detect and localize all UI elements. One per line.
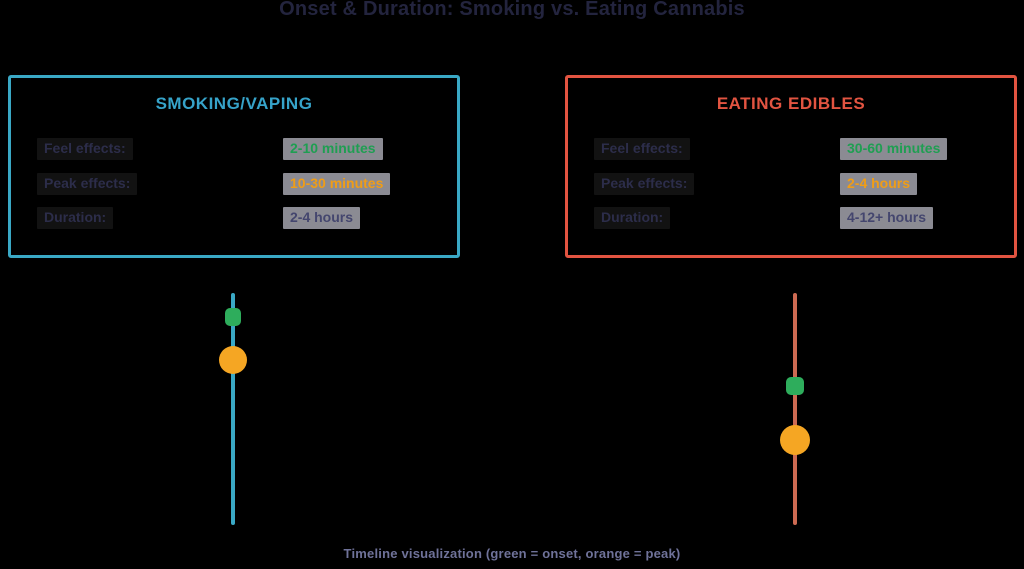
smoking-peak-marker-icon <box>219 346 247 374</box>
edibles-onset-value: 30-60 minutes <box>840 138 948 161</box>
smoking-peak-label: Peak effects: <box>37 173 138 196</box>
smoking-duration-label: Duration: <box>37 207 114 230</box>
smoking-onset-label: Feel effects: <box>37 138 133 161</box>
smoking-timeline-line <box>231 293 235 525</box>
timeline-caption: Timeline visualization (green = onset, o… <box>343 546 681 561</box>
edibles-peak-value: 2-4 hours <box>840 173 918 196</box>
edibles-peak-marker-icon <box>780 425 810 455</box>
edibles-onset-label: Feel effects: <box>594 138 690 161</box>
smoking-peak-value: 10-30 minutes <box>283 173 391 196</box>
page-title: Onset & Duration: Smoking vs. Eating Can… <box>279 0 745 20</box>
smoking-peak-row: Peak effects: 10-30 minutes <box>11 173 457 197</box>
edibles-card: EATING EDIBLES Feel effects: 30-60 minut… <box>565 75 1017 258</box>
edibles-duration-row: Duration: 4-12+ hours <box>568 207 1014 231</box>
edibles-timeline-line <box>793 293 797 525</box>
edibles-onset-marker-icon <box>786 377 804 395</box>
edibles-onset-row: Feel effects: 30-60 minutes <box>568 138 1014 162</box>
smoking-duration-row: Duration: 2-4 hours <box>11 207 457 231</box>
smoking-duration-value: 2-4 hours <box>283 207 361 230</box>
edibles-duration-value: 4-12+ hours <box>840 207 933 230</box>
smoking-onset-row: Feel effects: 2-10 minutes <box>11 138 457 162</box>
smoking-onset-marker-icon <box>225 308 241 326</box>
edibles-duration-label: Duration: <box>594 207 671 230</box>
edibles-peak-row: Peak effects: 2-4 hours <box>568 173 1014 197</box>
smoking-card-title: SMOKING/VAPING <box>155 94 313 113</box>
edibles-peak-label: Peak effects: <box>594 173 695 196</box>
edibles-card-title: EATING EDIBLES <box>716 94 866 113</box>
smoking-card: SMOKING/VAPING Feel effects: 2-10 minute… <box>8 75 460 258</box>
smoking-onset-value: 2-10 minutes <box>283 138 383 161</box>
